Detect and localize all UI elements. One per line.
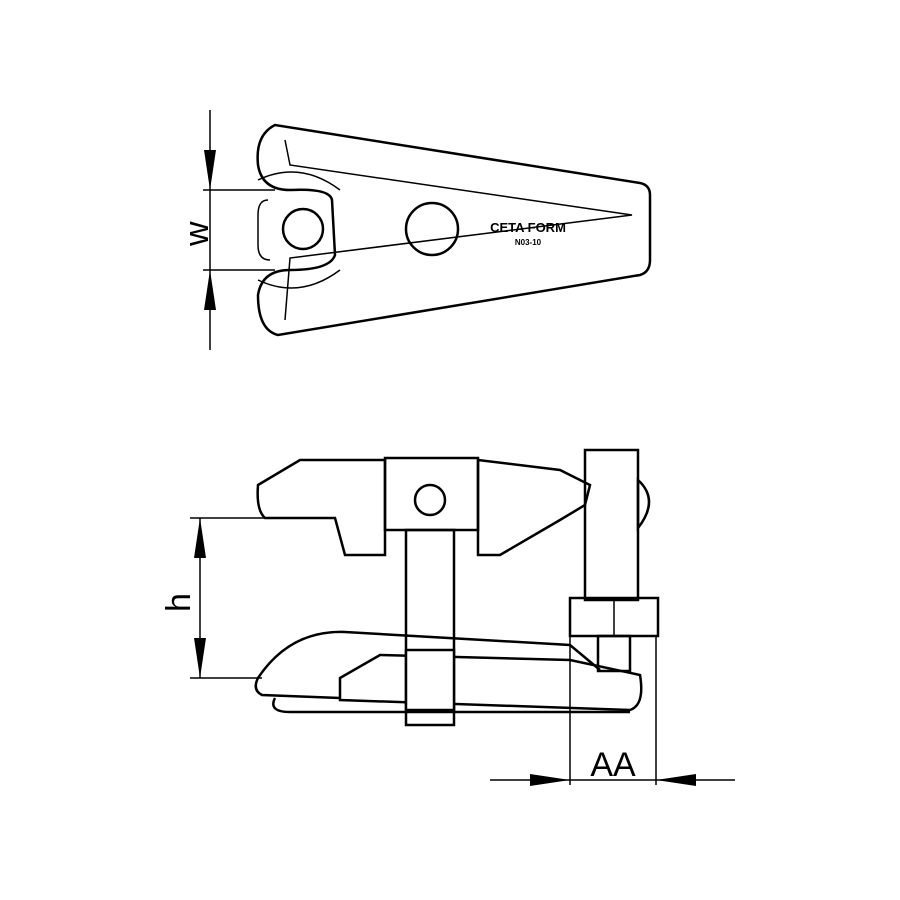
center-hole — [404, 201, 460, 257]
fork-top-view: CETA FORM N03-10 — [256, 123, 652, 337]
offset-label: AA — [590, 746, 636, 784]
spindle — [404, 528, 456, 727]
model-marking: N03-10 — [515, 238, 542, 247]
offset-dimension: AA — [490, 636, 735, 786]
bolt-hole — [281, 207, 325, 251]
width-label: w — [178, 221, 216, 247]
width-dimension: w — [178, 110, 275, 350]
height-dimension: h — [160, 517, 275, 679]
brand-marking: CETA FORM — [490, 220, 566, 235]
separator-side-view — [254, 448, 660, 727]
height-label: h — [160, 593, 198, 612]
